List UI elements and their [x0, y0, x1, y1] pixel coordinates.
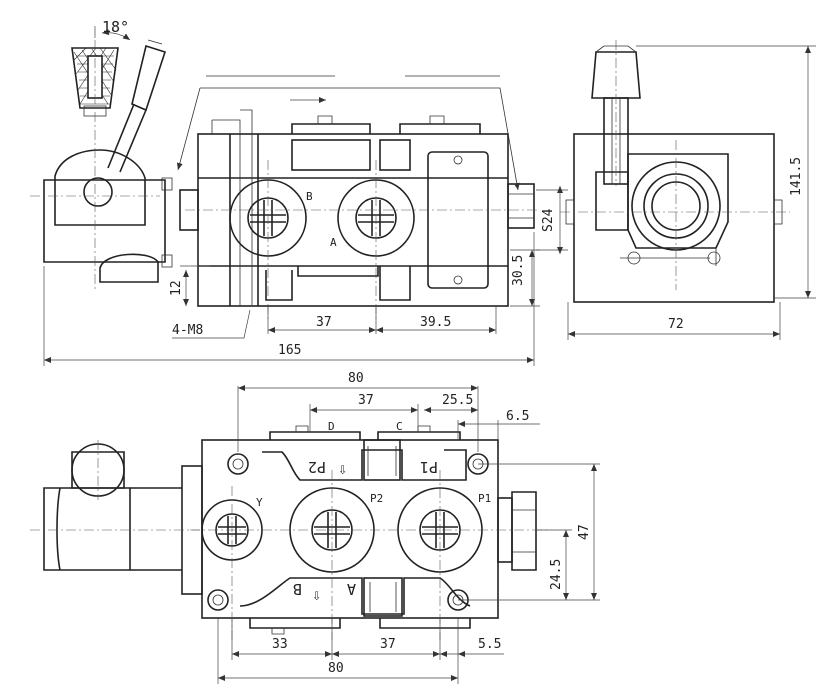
- port-p2-label: P2: [370, 492, 383, 505]
- dim-s24: S24: [541, 208, 556, 232]
- handle-tilted: [107, 39, 167, 173]
- dim-37-plan-bottom: 37: [380, 637, 396, 652]
- passage-p2-label: P2: [308, 458, 326, 476]
- front-view: 18°: [30, 18, 568, 366]
- arrow-down-icon: ⇩: [338, 460, 347, 478]
- dim-24-5: 24.5: [549, 559, 564, 590]
- dim-33: 33: [272, 637, 288, 652]
- valve-body-front: [179, 109, 535, 307]
- dim-25-5: 25.5: [442, 393, 473, 408]
- dim-12: 12: [169, 280, 184, 296]
- side-view: 141.5 72: [560, 40, 816, 340]
- dim-5-5: 5.5: [478, 637, 501, 652]
- dim-39-5: 39.5: [420, 315, 451, 330]
- port-y-label: Y: [256, 496, 263, 509]
- dim-80-top: 80: [348, 371, 364, 386]
- dim-80-bottom: 80: [328, 661, 344, 676]
- dim-30-5: 30.5: [511, 255, 526, 286]
- port-d-label: D: [328, 420, 335, 433]
- arrow-down-icon-2: ⇩: [312, 586, 321, 604]
- dim-4-m8: 4-M8: [172, 323, 203, 338]
- angle-label: 18°: [102, 18, 129, 36]
- lever-bracket: [43, 149, 173, 283]
- dim-37-plan-top: 37: [358, 393, 374, 408]
- dim-165: 165: [278, 343, 301, 358]
- passage-p1-label: P1: [420, 458, 438, 476]
- port-b-label: B: [306, 190, 313, 203]
- port-a-label: A: [330, 236, 337, 249]
- dim-72: 72: [668, 317, 684, 332]
- dim-37-top: 37: [316, 315, 332, 330]
- plan-view: D C P2 ⇩ P1 Y P2 P1 A ⇩ B 80 37 25.5 6.5…: [30, 371, 600, 684]
- dim-141-5: 141.5: [789, 157, 804, 196]
- passage-b-label: B: [293, 580, 302, 598]
- passage-a-label: A: [347, 580, 356, 598]
- dim-47: 47: [577, 524, 592, 540]
- port-p1-label: P1: [478, 492, 491, 505]
- dim-6-5: 6.5: [506, 409, 529, 424]
- port-c-label: C: [396, 420, 403, 433]
